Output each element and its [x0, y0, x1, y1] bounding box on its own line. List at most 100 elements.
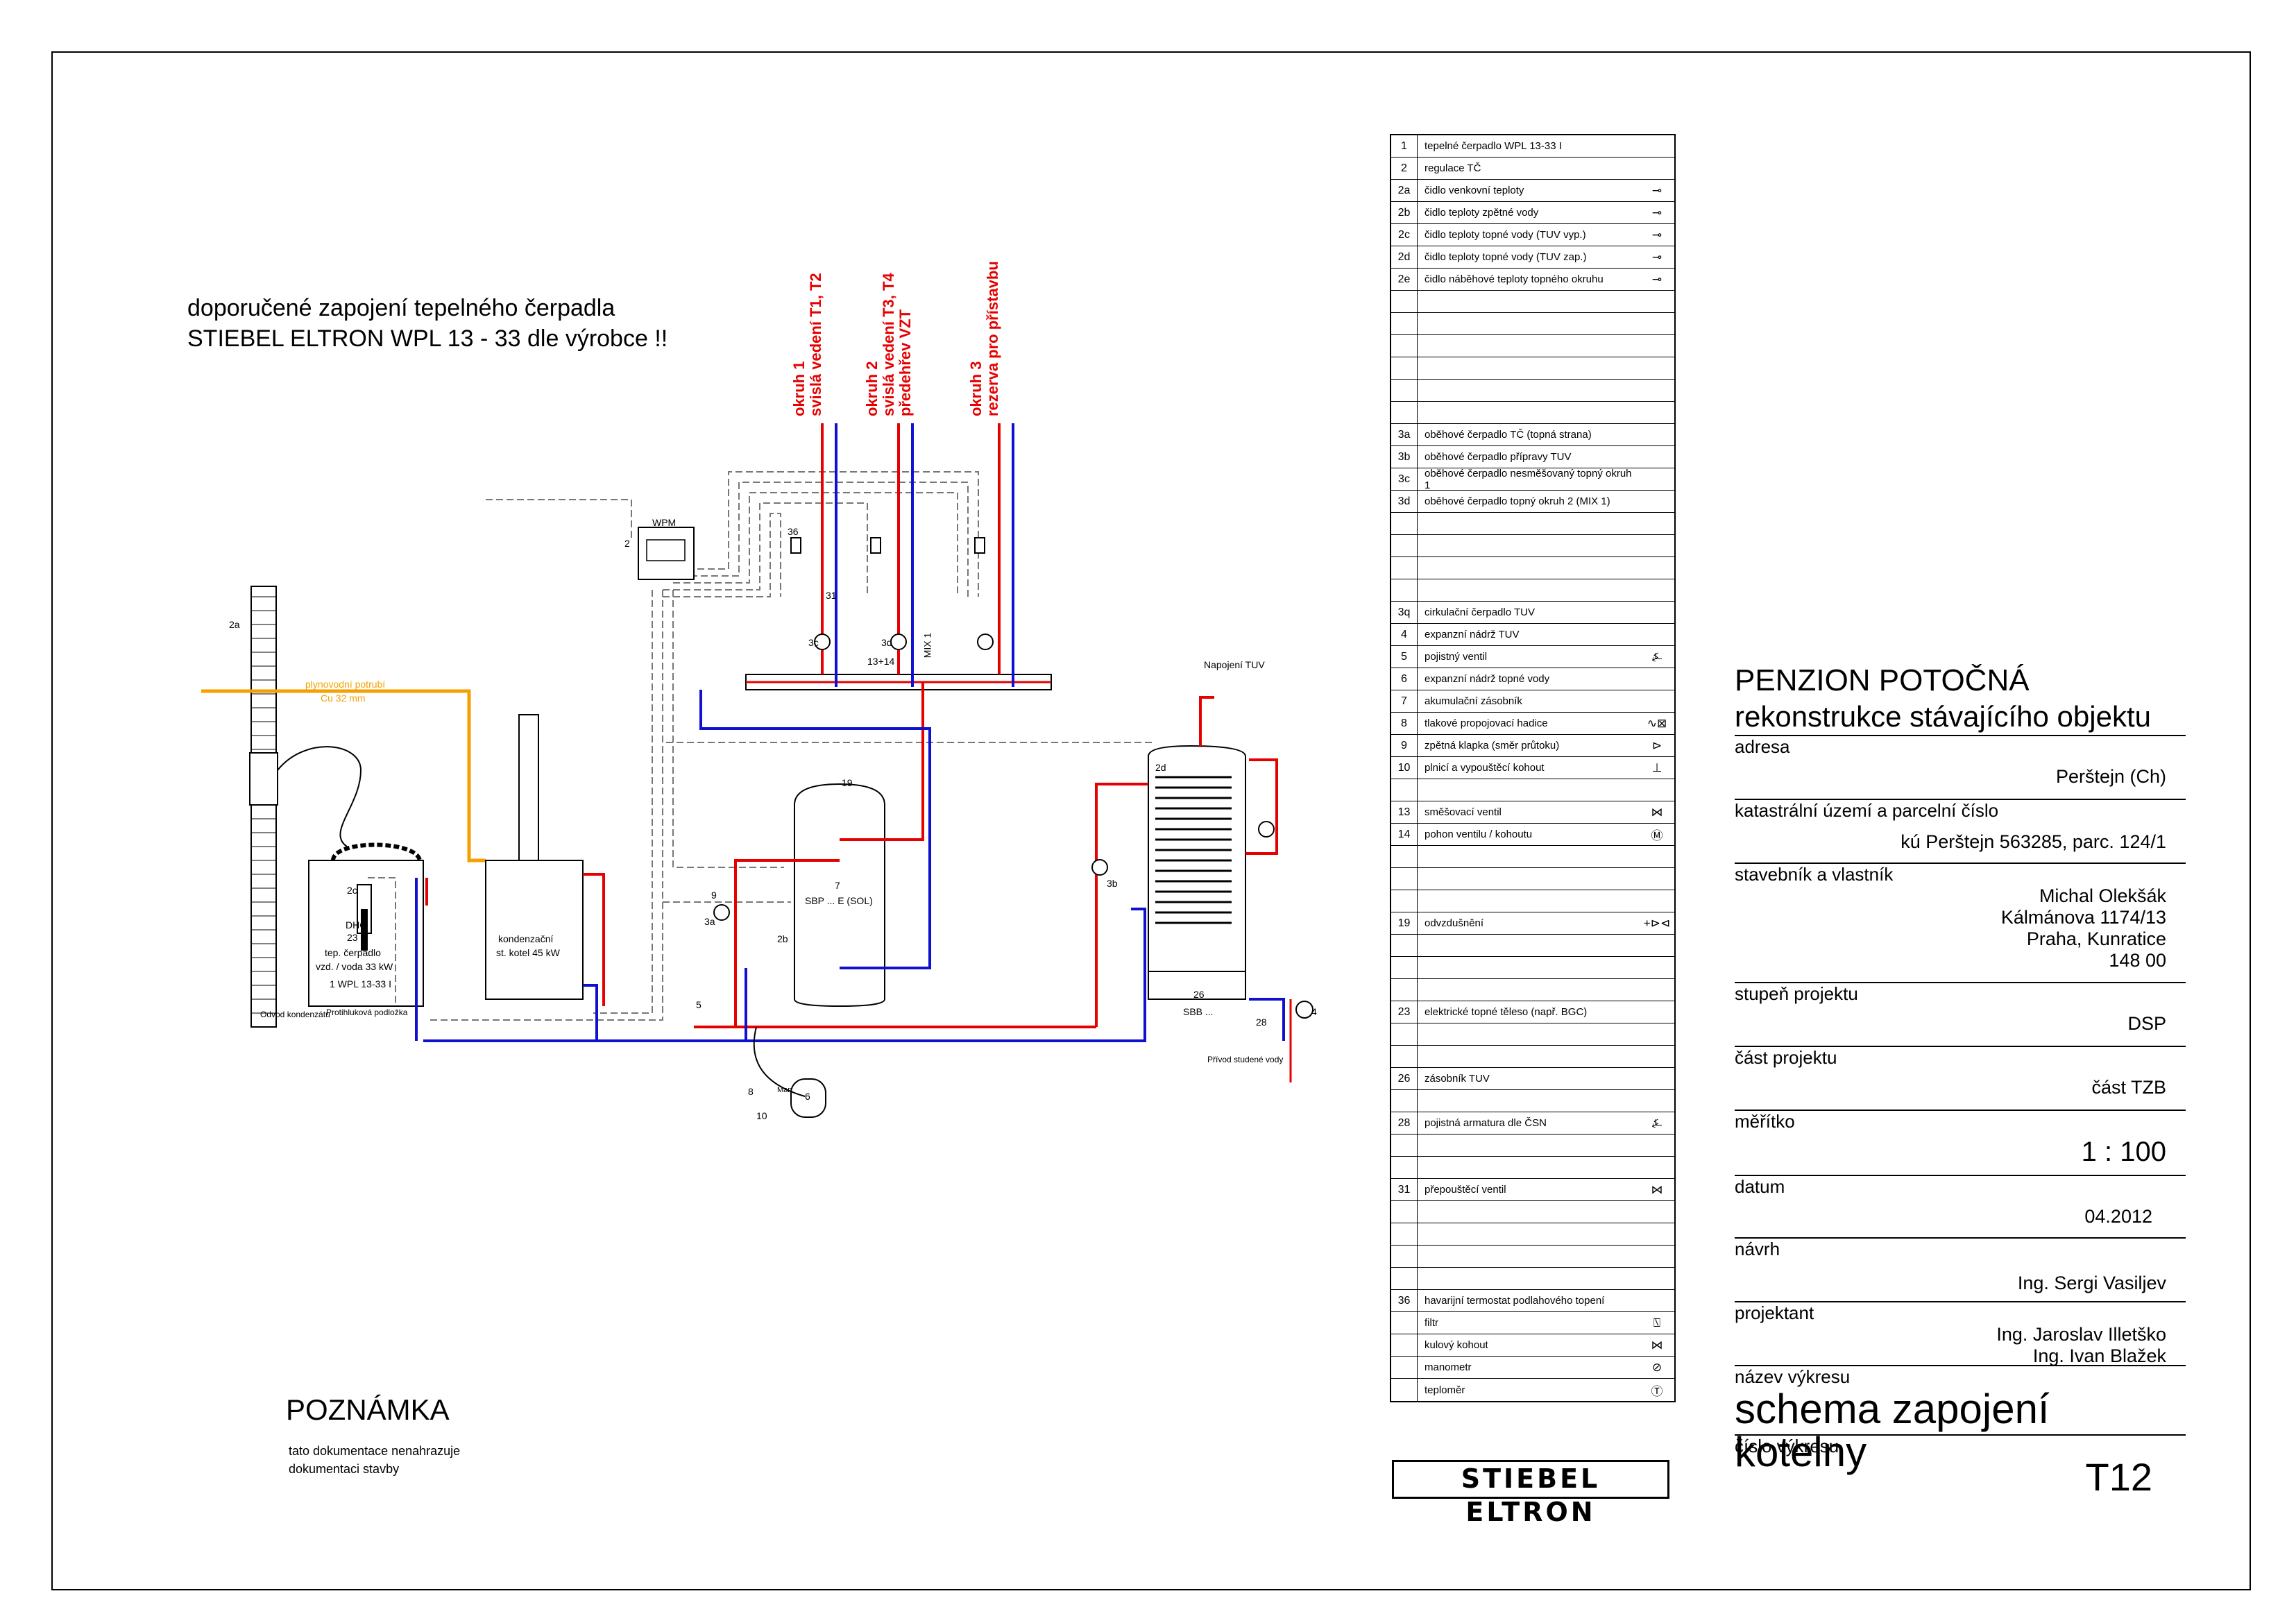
legend-text: přepouštěcí ventil	[1425, 1184, 1506, 1196]
distribution-header	[745, 674, 1052, 690]
legend-number	[1391, 1090, 1418, 1112]
sbp-label: SBP ... E (SOL)	[805, 895, 873, 906]
legend-number: 26	[1391, 1068, 1418, 1089]
legend-number	[1391, 846, 1418, 867]
label-3d: 3d	[881, 637, 892, 648]
expansion-vessel	[790, 1078, 826, 1118]
legend-symbol-icon: ⊘	[1651, 1360, 1663, 1374]
legend-row: kulový kohout⋈	[1391, 1334, 1674, 1357]
stage-row: stupeň projektu DSP	[1735, 983, 2186, 1047]
legend-number	[1391, 313, 1418, 334]
legend-text: směšovací ventil	[1425, 806, 1502, 818]
legend-number	[1391, 513, 1418, 534]
legend-number: 4	[1391, 624, 1418, 645]
legend-text: tepelné čerpadlo WPL 13-33 I	[1425, 140, 1562, 152]
legend-number	[1391, 1135, 1418, 1156]
label-23: 23	[347, 932, 358, 943]
legend-symbol-icon: ⋈	[1651, 805, 1663, 819]
legend-number	[1391, 1246, 1418, 1267]
project-name: PENZION POTOČNÁ	[1735, 663, 2030, 697]
boiler-label-1: kondenzační	[498, 933, 554, 944]
legend-number: 3c	[1391, 468, 1418, 490]
legend-row	[1391, 357, 1674, 380]
label-dhc: DHC	[346, 919, 367, 931]
legend-row: manometr⊘	[1391, 1357, 1674, 1379]
podlozka-label: Protihluková podložka	[326, 1008, 408, 1017]
stage-label: stupeň projektu	[1735, 983, 1858, 1004]
legend-number	[1391, 979, 1418, 1001]
label-2: 2	[624, 538, 630, 549]
legend-row: 13 směšovací ventil ⋈	[1391, 801, 1674, 824]
supply-pipes	[425, 682, 1278, 1028]
wpm-label: WPM	[652, 517, 677, 528]
legend-row: 1 tepelné čerpadlo WPL 13-33 I	[1391, 135, 1674, 158]
cadastre-row: katastrální území a parcelní číslo kú Pe…	[1735, 800, 2186, 864]
legend-number: 2d	[1391, 246, 1418, 268]
drawing-value: schema zapojení kotelny	[1735, 1386, 2050, 1475]
legend-row	[1391, 380, 1674, 402]
legend-number: 7	[1391, 690, 1418, 712]
dhw-charge-pump	[1091, 859, 1108, 876]
legend-text: expanzní nádrž TUV	[1425, 629, 1520, 640]
heat-pump-unit	[277, 746, 424, 1007]
legend-number: 13	[1391, 801, 1418, 823]
legend-number: 3d	[1391, 491, 1418, 512]
label-3b: 3b	[1107, 878, 1118, 889]
label-6: 6	[805, 1091, 810, 1102]
number-value: T12	[2085, 1455, 2153, 1499]
legend-text: čidlo venkovní teploty	[1425, 185, 1524, 196]
label-26: 26	[1193, 989, 1205, 1000]
part-row: část projektu část TZB	[1735, 1047, 2186, 1111]
legend-symbol-icon: Ⓜ	[1651, 829, 1663, 842]
dhw-cylinder	[1148, 745, 1246, 1000]
legend-symbol-icon: ⊸	[1651, 250, 1663, 264]
label-36: 36	[788, 526, 799, 537]
legend-symbol-icon: ⊸	[1651, 183, 1663, 197]
date-value: 04.2012	[2084, 1206, 2152, 1227]
legend-number: 3b	[1391, 446, 1418, 468]
legend-symbol-icon: +⊳⊲	[1643, 916, 1671, 930]
label-10: 10	[756, 1110, 767, 1121]
drawing-label: název výkresu	[1735, 1366, 1851, 1387]
legend-row	[1391, 868, 1674, 890]
legend-number	[1391, 1201, 1418, 1223]
dhw-pump	[1258, 821, 1275, 838]
napojeni-tuv-label: Napojení TUV	[1204, 659, 1265, 670]
legend-text: zpětná klapka (směr průtoku)	[1425, 740, 1560, 751]
expansion-hose	[753, 1026, 806, 1097]
legend-number: 2e	[1391, 269, 1418, 290]
legend-row	[1391, 1223, 1674, 1246]
designer-line-1: Ing. Jaroslav Illetško	[1996, 1324, 2166, 1345]
label-19: 19	[842, 777, 853, 788]
sbb-label: SBB ...	[1183, 1006, 1214, 1017]
legend-number: 2b	[1391, 202, 1418, 223]
legend-symbol-icon: ⊸	[1651, 205, 1663, 219]
legend-text: čidlo teploty topné vody (TUV vyp.)	[1425, 229, 1586, 241]
legend-symbol-icon: ⋈	[1651, 1182, 1663, 1196]
legend-symbol-icon: ⍂	[1653, 1316, 1661, 1329]
label-2c: 2c	[347, 885, 357, 896]
legend-number	[1391, 1357, 1418, 1378]
legend-number	[1391, 535, 1418, 556]
circuit-1-label: okruh 1 svislá vedení T1, T2	[790, 273, 824, 416]
number-row: číslo výkresu T12	[1735, 1436, 2186, 1497]
legend-symbol-icon: ⋈	[1651, 1338, 1663, 1352]
legend-number: 1	[1391, 135, 1418, 157]
legend-row	[1391, 1157, 1674, 1179]
design-value: Ing. Sergi Vasiljev	[2017, 1273, 2166, 1293]
legend-number	[1391, 1312, 1418, 1334]
address-label: adresa	[1735, 736, 1790, 757]
project-subtitle: rekonstrukce stávajícího objektu	[1735, 699, 2186, 736]
legend-text: oběhové čerpadlo TČ (topná strana)	[1425, 429, 1592, 441]
part-value: část TZB	[2091, 1077, 2166, 1098]
legend-text: oběhové čerpadlo nesměšovaný topný okruh…	[1425, 467, 1632, 491]
